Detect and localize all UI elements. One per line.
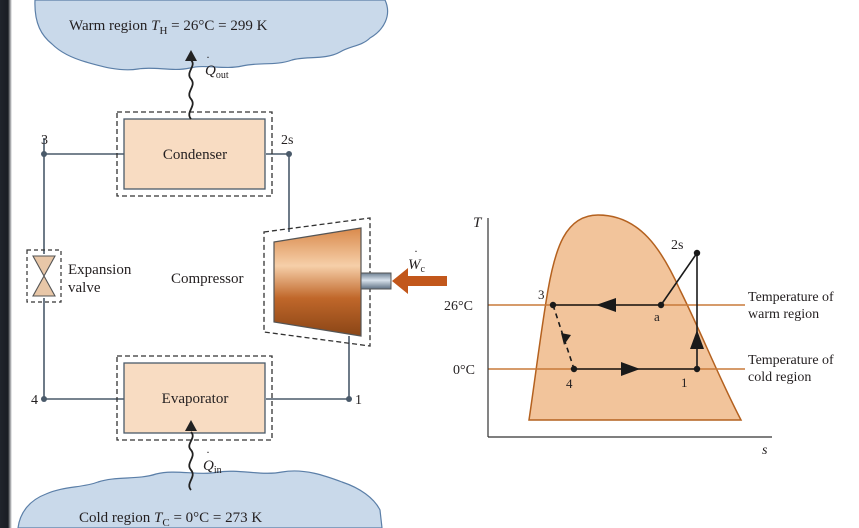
- s-axis-label: s: [762, 443, 768, 458]
- cycle-arrows: [561, 298, 704, 376]
- ts-point-3-label: 3: [538, 287, 545, 302]
- warm-region-label: Warm region TH = 26°C = 299 K: [69, 18, 268, 37]
- state-3-label: 3: [41, 133, 48, 148]
- cold-temp-line-label-2: cold region: [748, 370, 811, 385]
- state-1-label: 1: [355, 393, 362, 408]
- condenser-boundary: [116, 111, 273, 197]
- temp-low-label: 0°C: [453, 363, 475, 378]
- t-axis-label: T: [473, 215, 483, 231]
- work-input-arrow: [392, 268, 447, 294]
- heat-out-label: Qout: [205, 63, 229, 81]
- warm-temp-line-label-2: warm region: [748, 307, 819, 322]
- compressor-shaft: [360, 272, 392, 290]
- heat-in-label: Qin: [203, 458, 222, 476]
- condenser-label: Condenser: [163, 147, 227, 163]
- state-2s-label: 2s: [281, 133, 293, 148]
- expansion-label-line2: valve: [68, 280, 101, 296]
- compressor-boundary: [263, 217, 371, 347]
- heat-in-dot: ·: [206, 445, 210, 459]
- warm-region-cloud: [34, 0, 389, 71]
- compressor-body: [273, 227, 362, 337]
- work-dot: ·: [414, 244, 418, 258]
- ts-point-1-label: 1: [681, 375, 688, 390]
- expansion-label-line1: Expansion: [68, 262, 132, 278]
- cold-region-cloud: [17, 470, 383, 528]
- warm-temp-line-label-1: Temperature of: [748, 290, 834, 305]
- ts-point-4-label: 4: [566, 376, 573, 391]
- heat-in-arrow: [185, 420, 197, 491]
- state-points: [549, 249, 701, 373]
- work-label: Wc: [408, 257, 426, 275]
- heat-out-dot: ·: [206, 50, 210, 64]
- ts-point-a-label: a: [654, 309, 660, 324]
- vapor-dome: [528, 214, 743, 421]
- state-4-label: 4: [31, 393, 38, 408]
- ts-point-2s-label: 2s: [671, 238, 683, 253]
- evaporator-boundary: [116, 355, 273, 441]
- condenser-box: [123, 118, 266, 190]
- state-dots: [41, 151, 352, 402]
- expansion-valve-boundary: [26, 249, 62, 303]
- evaporator-box: [123, 362, 266, 434]
- cold-temp-line-label-1: Temperature of: [748, 353, 834, 368]
- expansion-valve-icon: [32, 255, 56, 297]
- ts-diagram: [487, 214, 772, 438]
- cold-region-label: Cold region TC = 0°C = 273 K: [79, 510, 262, 528]
- evaporator-label: Evaporator: [162, 391, 229, 407]
- temp-high-label: 26°C: [444, 299, 473, 314]
- compressor-label: Compressor: [171, 271, 244, 287]
- heat-out-arrow: [185, 50, 197, 120]
